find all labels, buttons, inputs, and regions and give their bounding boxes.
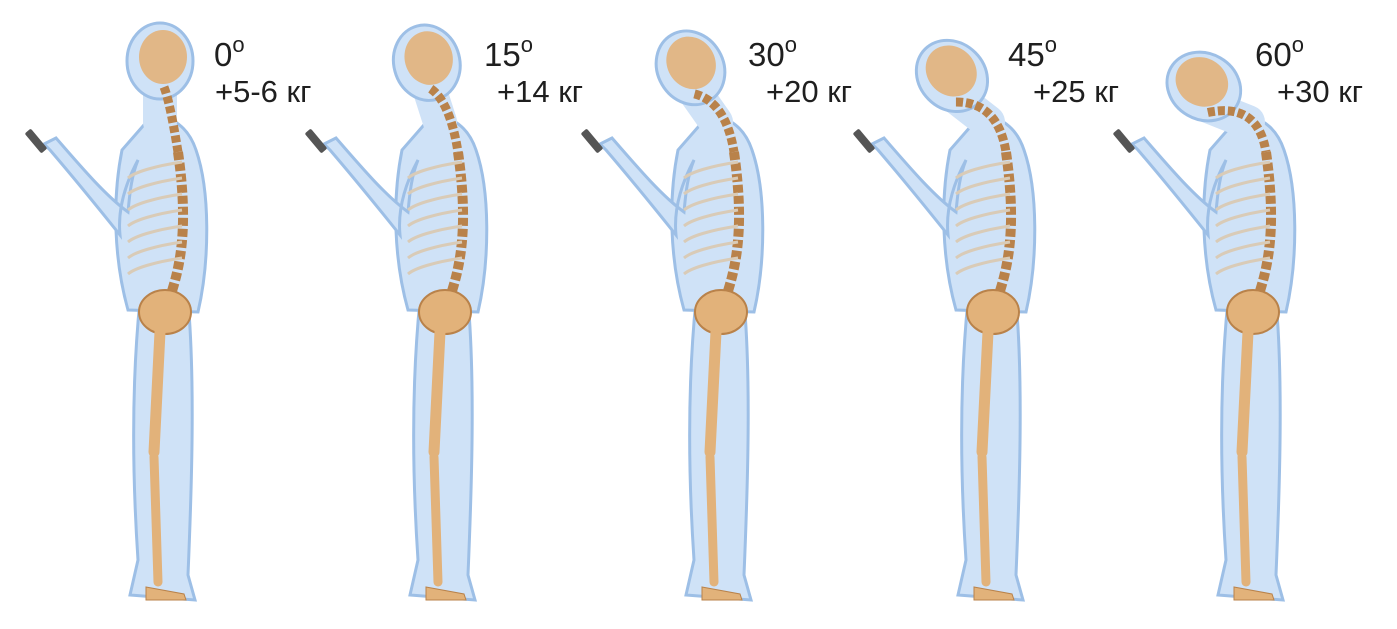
femur bbox=[154, 332, 160, 452]
skull bbox=[139, 30, 187, 84]
load-label-4: +30 кг bbox=[1277, 76, 1363, 107]
angle-label-0: 0o bbox=[214, 38, 245, 71]
femur bbox=[434, 332, 440, 452]
figure-group bbox=[25, 23, 207, 600]
figure-group bbox=[853, 26, 1035, 600]
femur bbox=[710, 332, 716, 452]
phone-icon bbox=[305, 128, 328, 153]
angle-label-4: 60o bbox=[1255, 38, 1304, 71]
pelvis bbox=[139, 290, 191, 334]
angle-label-2: 30o bbox=[748, 38, 797, 71]
figure-group bbox=[305, 17, 487, 600]
tibia bbox=[154, 457, 158, 582]
figure-group bbox=[581, 18, 763, 600]
femur bbox=[1242, 332, 1248, 452]
tibia bbox=[434, 457, 438, 582]
phone-icon bbox=[581, 128, 604, 153]
angle-label-3: 45o bbox=[1008, 38, 1057, 71]
pelvis bbox=[967, 290, 1019, 334]
phone-icon bbox=[1113, 128, 1136, 153]
tibia bbox=[710, 457, 714, 582]
angle-label-1: 15o bbox=[484, 38, 533, 71]
femur bbox=[982, 332, 988, 452]
pelvis bbox=[1227, 290, 1279, 334]
phone-icon bbox=[25, 128, 48, 153]
tibia bbox=[1242, 457, 1246, 582]
pelvis bbox=[695, 290, 747, 334]
pelvis bbox=[419, 290, 471, 334]
tibia bbox=[982, 457, 986, 582]
figure-group bbox=[1113, 39, 1295, 600]
phone-icon bbox=[853, 128, 876, 153]
